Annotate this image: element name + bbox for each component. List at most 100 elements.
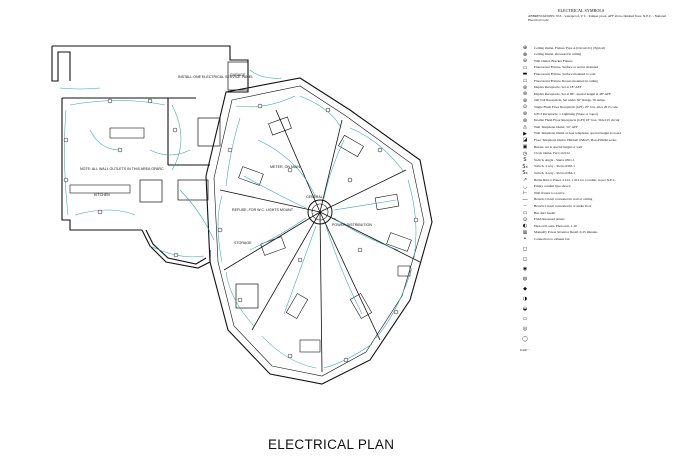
garage-label: GARAGE	[230, 73, 246, 77]
legend-title: ELECTRICAL SYMBOLS	[558, 8, 605, 13]
legend-extra-symbol-icon: ◆	[523, 286, 527, 292]
closet-1	[197, 117, 221, 147]
legend-item-text: Flush Recessed panels	[534, 217, 565, 222]
meter-label: METER, ON MAIN	[270, 165, 300, 169]
legend-item: ⊕Ceiling Outlet, Fixture Type A (Circuit…	[518, 45, 676, 51]
walls	[51, 45, 433, 385]
left-wall	[61, 98, 142, 231]
legend-item: ↗Home Run to Panel, 2 #12, 1 #12 Gr. Con…	[518, 177, 676, 183]
legend-item: S₄ Switch, 4-way - Sierra #364-1	[518, 170, 676, 176]
legend-item: ⊗ Ceiling Outlet, Recessed in ceiling	[518, 52, 676, 58]
wall-outlet-icon: ⊖	[522, 58, 528, 65]
gfci-icon: ⊜	[522, 111, 528, 117]
radial-walls	[219, 109, 421, 373]
legend-item: ⊖ Wall Outlet, Bracket Fixture	[518, 58, 676, 64]
legend-item: ▬ Fluorescent Fixture, Surface mounted to…	[518, 71, 676, 77]
legend-item-text: Connection to exhaust fan	[534, 236, 570, 241]
switch-4way-icon: S₄	[522, 170, 528, 177]
legend-item-text: Wall fixture to receive	[534, 190, 565, 195]
fluorescent-icon: ▭	[522, 64, 528, 71]
legend-item: ▭ Fluorescent Fixture, Surface or recess …	[518, 65, 676, 71]
legend-item-text: 240 Volt Receptacle, Set under 36" Range…	[534, 98, 605, 103]
legend-extra-symbol-icon: ◍	[522, 276, 528, 282]
porch-wall	[51, 46, 71, 82]
legend-item: ⊠Manually Power Inventor Detail, 0-25 mi…	[518, 230, 676, 236]
legend-item: ▶ Wall Telephone Outlet at near telephone…	[518, 131, 676, 137]
legend-extra-symbol-icon: ◻	[522, 246, 528, 252]
legend-item-text: Manually Power Inventor Detail, 0-25 min…	[534, 230, 598, 235]
single-receptacle-icon: ⊙	[522, 104, 528, 111]
tv-icon: ▶	[523, 130, 527, 137]
legend-end-label: ΣΔΦ⁻⁻	[520, 348, 531, 352]
transformer-icon: ▭	[522, 210, 528, 216]
legend-item: ⊢Wall fixture to receive	[518, 190, 676, 196]
legend-item-text: Switch, 4-way - Sierra #364-1	[534, 170, 575, 175]
panel-note: INSTALL ONE ELECTRICAL SERVICE PANEL	[178, 75, 253, 79]
legend-item: ▭ Fluorescent Fixture, Recess mounted in …	[518, 78, 676, 84]
floor-telephone-icon: ◪	[522, 137, 528, 144]
duplex-icon: ⊜	[522, 84, 528, 91]
ceiling-fan-icon: ⊗	[522, 51, 528, 58]
branch-floor-icon: ┄	[523, 203, 527, 210]
legend-item-text: Photocell, sens. Photocell, 1-10	[534, 223, 577, 228]
legend-item: ⊜ Double Flush Floor Receptacle (GFI) 18"…	[518, 118, 676, 124]
octagon-outer	[205, 77, 433, 385]
legend-item-text: Floor Telephone Outlet, Hubbell #S8227, …	[534, 137, 617, 142]
room-labels: INSTALL ONE ELECTRICAL SERVICE PANEL REF…	[80, 73, 372, 245]
switch-icon: S	[523, 157, 527, 164]
legend-item: ▭ Bus duct feeder	[518, 210, 676, 216]
ceiling-outlet-icon: ⊕	[522, 45, 528, 51]
legend-item-text: Ceiling Outlet, Recessed in ceiling	[534, 52, 582, 57]
range-icon: ⊛	[522, 97, 528, 104]
bay-inner	[145, 229, 207, 265]
legend-item-text: Single Flush Floor Receptacle (GFI) 18" …	[534, 104, 618, 109]
closet-2	[177, 179, 209, 201]
buzzer-icon: ▣	[522, 144, 528, 150]
note-gfarc: NOTE: ALL WALL OUTLETS IN THIS AREA GFAR…	[80, 167, 164, 171]
storage-label: STORAGE	[234, 241, 252, 245]
note-refuse: REFUSE, FOR W.C. LIGHTS MOUNT	[232, 208, 294, 212]
legend-item-text: Buzzer, set at special height or wall	[534, 144, 583, 149]
legend-item-text: Duplex Receptacle, Set at 18" AFF	[534, 85, 582, 90]
top-wall	[52, 45, 249, 93]
legend-item-text: GFCI Receptacle, 1 Lightning (Slope or v…	[534, 111, 599, 116]
central-column	[307, 199, 333, 225]
legend-item: ◐Photocell, sens. Photocell, 1-10	[518, 223, 676, 229]
kitchen-label: KITCHEN	[94, 193, 110, 197]
double-receptacle-icon: ⊜	[522, 117, 528, 124]
legend-item: ◡Empty conduit type shown	[518, 184, 676, 190]
legend-item-text: Home Run to Panel, 2 #12, 1 #12 Gr. Cond…	[534, 177, 617, 182]
legend-extra-symbol-icon: ▭	[522, 316, 528, 322]
legend-item-text: Bus duct feeder	[534, 210, 556, 215]
legend-extra-symbol-icon: ◻	[522, 256, 528, 262]
legend-item: ⊜Duplex Receptacle, Set at 96", special …	[518, 91, 676, 97]
legend-item: ⊙ Single Flush Floor Receptacle (GFI) 18"…	[518, 104, 676, 110]
beds	[238, 116, 412, 353]
legend-extra-symbol-icon: ◑	[522, 296, 528, 302]
legend-item-text: Wall Outlet, Bracket Fixture	[534, 58, 573, 63]
legend-item-text: Wall Telephone Outlet at near telephone,…	[534, 131, 621, 136]
legend-extra-symbol-icon: ◉	[522, 266, 528, 272]
legend-item-text: Fluorescent Fixture, Recess mounted in c…	[534, 78, 598, 83]
legend-item: ◬Wall Telephone Outlet, 54" AFF	[518, 124, 676, 130]
legend-item: ▣ Buzzer, set at special height or wall	[518, 144, 676, 150]
legend-extra-symbol-icon: ◯	[522, 336, 528, 342]
legend-item: • Connection to exhaust fan	[518, 236, 676, 242]
connection-icon: •	[523, 236, 527, 243]
legend-item-text: Fluorescent Fixture, Surface mounted to …	[534, 71, 596, 76]
branch-circuit-icon: ―	[522, 196, 528, 203]
clock-icon: ◷	[522, 150, 528, 157]
legend-extra-symbol-icon: ◒	[522, 306, 528, 312]
fluorescent-recessed-icon: ▭	[522, 78, 528, 84]
legend-item: ⊛ 240 Volt Receptacle, Set under 36" Rang…	[518, 98, 676, 104]
legend-item-text: Fluorescent Fixture, Surface or recess m…	[534, 65, 599, 70]
devices	[63, 98, 419, 363]
legend-item: ◪ Floor Telephone Outlet, Hubbell #S8227,…	[518, 137, 676, 143]
duplex-high-icon: ⊜	[522, 91, 528, 98]
legend-item-text: Double Flush Floor Receptacle (GFI) 18" …	[534, 118, 620, 123]
fluorescent-strip-icon: ▬	[522, 71, 528, 78]
legend-item: ┄Branch Circuit concealed in or under fl…	[518, 203, 676, 209]
